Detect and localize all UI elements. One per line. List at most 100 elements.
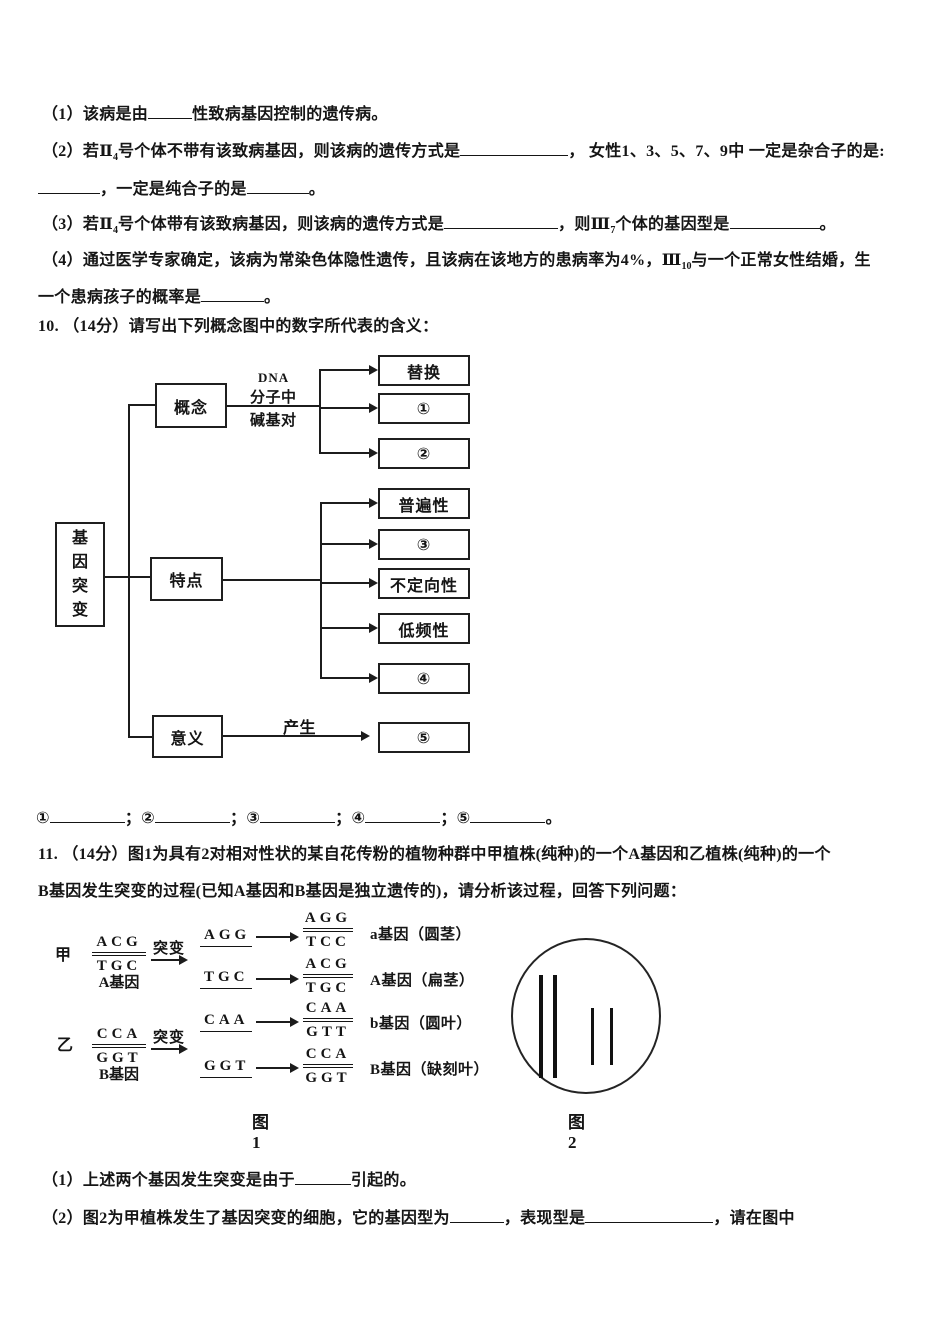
q9-part3: （3）若Ⅱ4号个体带有该致病基因，则该病的遗传方式是，则Ⅲ7个体的基因型是。: [42, 210, 836, 236]
q11-stem-line2: B基因发生突变的过程(已知A基因和B基因是独立遗传的)，请分析该过程，回答下列问…: [38, 877, 686, 901]
double-strand-line: [303, 928, 353, 932]
leaf-lowfreq-label: 低频性: [398, 622, 450, 640]
circled-3: ；③: [230, 810, 261, 827]
arrow-to-blank4: [320, 673, 378, 683]
gene-b1-result-duplex: CAA GTT: [303, 1000, 353, 1040]
connector-line: [128, 576, 152, 578]
plant-a-label: 甲: [55, 947, 72, 964]
arrow-to-nondirectional: [320, 578, 378, 588]
answer-blank: [460, 142, 569, 156]
q9-part4: （4）通过医学专家确定，该病为常染色体隐性遗传，且该病在该地方的患病率为4%，Ⅲ…: [42, 246, 871, 272]
arrow-a2: [256, 974, 299, 984]
leaf-box-3: ③: [378, 529, 470, 560]
leaf-box-universal: 普遍性: [378, 488, 470, 519]
q10-answer-line: ①；②；③；④；⑤。: [36, 804, 562, 828]
connector-line: [128, 736, 154, 738]
circled-2: ；②: [124, 810, 156, 827]
strand-bottom: TCC: [306, 934, 350, 950]
connector-line: [128, 404, 155, 406]
q11-part2: （2）图2为甲植株发生了基因突变的细胞，它的基因型为，表现型是，请在图中: [42, 1204, 795, 1228]
mutation-label-a: 突变: [153, 941, 186, 957]
arrow-a1: [256, 932, 299, 942]
circled-5: ；⑤: [440, 810, 471, 827]
q9-part2-text-d: ，一定是纯合子的是: [100, 181, 247, 198]
answer-blank: [729, 215, 820, 229]
double-strand-line: [92, 1044, 146, 1048]
strand-top: AGG: [304, 910, 352, 926]
q11-part2-text-b: ，表现型是: [503, 1210, 586, 1227]
leaf-box-lowfreq: 低频性: [378, 613, 470, 644]
leaf-1-label: ①: [416, 400, 432, 418]
q10-stem-text: 10. （14分）请写出下列概念图中的数字所代表的含义：: [38, 318, 439, 335]
answer-blank: [201, 288, 265, 302]
gene-a-name: A基因: [98, 975, 140, 991]
leaf-box-substitute: 替换: [378, 355, 470, 386]
arrow-to-blank5: [223, 731, 370, 741]
double-strand-line: [303, 974, 353, 978]
leaf-4-label: ④: [416, 670, 432, 688]
strand-top: ACG: [96, 934, 142, 950]
answer-blank: [444, 215, 559, 229]
gene-b1-phenotype: b基因（圆叶）: [370, 1016, 472, 1032]
strand-bottom: TGC: [96, 958, 142, 974]
branch-box-meaning: 意义: [152, 715, 223, 758]
answer-blank: [260, 809, 336, 823]
q9-part4-text-c: 一个患病孩子的概率是: [38, 289, 202, 306]
strand-top: CAA: [305, 1000, 351, 1016]
connector-line: [227, 405, 320, 407]
leaf-3-label: ③: [416, 536, 432, 554]
q9-part3-text-d: 个体的基因型是: [615, 216, 730, 233]
strand-bottom: TGC: [305, 980, 351, 996]
arrow-to-universal: [320, 498, 378, 508]
branch-box-feature: 特点: [150, 557, 223, 601]
arrow-to-blank2: [319, 448, 378, 458]
q9-part4-text-b: 与一个正常女性结婚，生: [691, 252, 871, 269]
plant-b-label: 乙: [57, 1037, 74, 1054]
strand-bottom: GGT: [305, 1070, 351, 1086]
leaf-box-nondirectional: 不定向性: [378, 568, 470, 599]
branch-feature-label: 特点: [169, 573, 204, 590]
concept-map-root-box: 基因突变: [55, 522, 105, 627]
answer-blank: [38, 180, 100, 194]
arrow-b2: [256, 1063, 299, 1073]
leaf-nondirectional-label: 不定向性: [389, 577, 458, 595]
double-strand-line: [92, 952, 146, 956]
q11-part2-text-a: （2）图2为甲植株发生了基因突变的细胞，它的基因型为: [42, 1210, 450, 1227]
arrow-b1: [256, 1017, 299, 1027]
q11-stem-line1: 11. （14分）图1为具有2对相对性状的某自花传粉的植物种群中甲植株(纯种)的…: [38, 840, 831, 864]
leaf-5-label: ⑤: [416, 729, 432, 747]
arrow-to-blank1: [319, 403, 378, 413]
q11-stem-text2: B基因发生突变的过程(已知A基因和B基因是独立遗传的)，请分析该过程，回答下列问…: [38, 883, 687, 900]
chromosome-long-1: [539, 975, 543, 1078]
leaf-box-5: ⑤: [378, 722, 470, 753]
circled-1: ①: [36, 810, 50, 827]
mutated-strand-b2: GGT: [200, 1058, 252, 1078]
answer-blank: [246, 180, 309, 194]
branch-concept-label: 概念: [173, 399, 208, 417]
answer-blank: [365, 809, 441, 823]
answer-blank: [155, 809, 231, 823]
q11-stem-text1: 11. （14分）图1为具有2对相对性状的某自花传粉的植物种群中甲植株(纯种)的…: [38, 846, 831, 863]
strand-top: CCA: [96, 1026, 142, 1042]
gene-b2-result-duplex: CCA GGT: [303, 1046, 353, 1086]
q9-part3-text-a: （3）若Ⅱ: [42, 216, 113, 233]
strand-bottom: GTT: [306, 1024, 350, 1040]
q9-part2: （2）若Ⅱ4号个体不带有该致病基因，则该病的遗传方式是， 女性1、3、5、7、9…: [42, 137, 885, 163]
edge-label-dna: DNA: [258, 370, 290, 385]
q9-part2-text-b: 号个体不带有该致病基因，则该病的遗传方式是: [118, 143, 461, 160]
mutation-label-b: 突变: [153, 1030, 186, 1046]
answer-blank: [148, 105, 193, 119]
q9-part2-text-c: ， 女性1、3、5、7、9中 一定是杂合子的是:: [568, 143, 885, 160]
mutated-strand-b1: CAA: [200, 1012, 252, 1032]
q10-stem: 10. （14分）请写出下列概念图中的数字所代表的含义：: [38, 312, 438, 336]
strand-top: CCA: [305, 1046, 351, 1062]
generation-subscript: 7: [610, 225, 616, 237]
q9-part2-text-a: （2）若Ⅱ: [42, 143, 113, 160]
generation-subscript: 10: [681, 261, 692, 273]
q9-part3-text-b: 号个体带有该致病基因，则该病的遗传方式是: [118, 216, 445, 233]
connector-line: [223, 579, 322, 581]
cell-outline: [511, 938, 661, 1094]
double-strand-line: [303, 1018, 353, 1022]
strand-top: ACG: [305, 956, 351, 972]
